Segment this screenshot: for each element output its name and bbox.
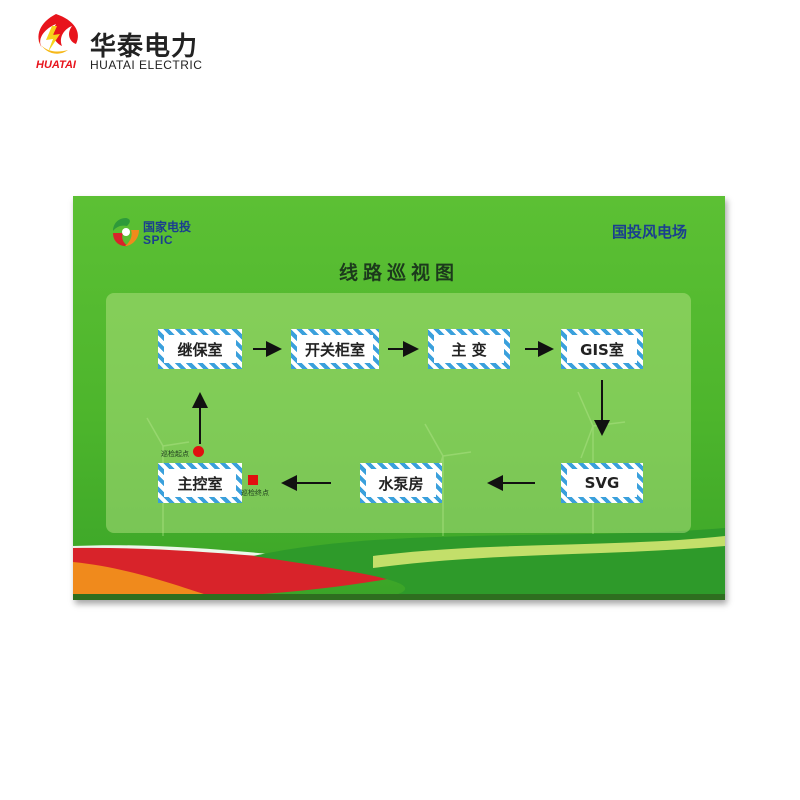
brand-name-en: HUATAI ELECTRIC bbox=[90, 58, 203, 72]
route-board: 国家电投 SPIC 国投风电场 线路巡视图 继保室 开关柜室 主 变 GIS室 … bbox=[73, 196, 725, 600]
end-label: 巡检终点 bbox=[241, 489, 269, 497]
board-title: 线路巡视图 bbox=[338, 262, 459, 284]
station-label: GIS室 bbox=[567, 335, 637, 363]
station-label: 继保室 bbox=[164, 335, 236, 363]
station-main-transformer: 主 变 bbox=[428, 329, 510, 369]
brand-name-cn: 华泰电力 bbox=[90, 32, 199, 62]
svg-text:HUATAI: HUATAI bbox=[36, 59, 77, 71]
station-switchgear-room: 开关柜室 bbox=[291, 329, 379, 369]
company-name-cn: 国家电投 bbox=[143, 220, 192, 234]
station-label: 主控室 bbox=[164, 469, 236, 497]
route-arrows bbox=[192, 341, 610, 491]
spic-logo-icon bbox=[113, 218, 139, 247]
station-relay-room: 继保室 bbox=[158, 329, 242, 369]
station-svg: SVG bbox=[561, 463, 643, 503]
start-label: 巡检起点 bbox=[161, 450, 189, 458]
start-marker-icon bbox=[193, 446, 204, 457]
station-main-control-room: 主控室 bbox=[158, 463, 242, 503]
end-marker-icon bbox=[248, 475, 258, 485]
station-label: 主 变 bbox=[434, 335, 504, 363]
decorative-wave bbox=[73, 391, 725, 600]
site-name: 国投风电场 bbox=[611, 223, 687, 241]
station-label: 水泵房 bbox=[366, 469, 436, 497]
huatai-logo-icon: HUATAI bbox=[36, 14, 78, 71]
station-gis-room: GIS室 bbox=[561, 329, 643, 369]
station-pump-house: 水泵房 bbox=[360, 463, 442, 503]
company-name-en: SPIC bbox=[143, 233, 174, 247]
board-bottom-edge bbox=[73, 594, 725, 600]
station-label: 开关柜室 bbox=[297, 335, 373, 363]
station-label: SVG bbox=[567, 469, 637, 497]
